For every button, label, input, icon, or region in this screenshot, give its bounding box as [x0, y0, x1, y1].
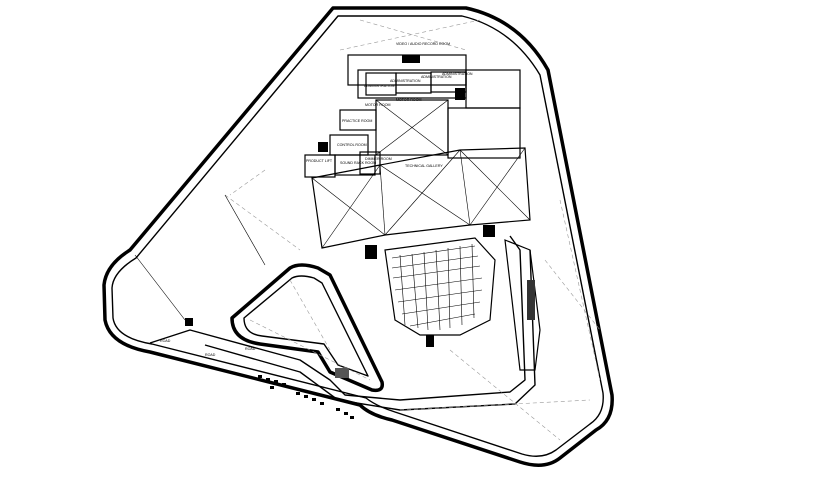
inner-road-loop-inner	[243, 275, 369, 377]
road-label: ROAD	[205, 353, 216, 357]
room-label-administration: ADMINISTRATION	[390, 79, 421, 83]
road-label: ROAD	[160, 339, 171, 343]
room-label-administration: ADMINISTRATION	[364, 84, 395, 88]
landscape-lines	[134, 19, 601, 441]
ramp	[504, 239, 541, 371]
building	[304, 54, 531, 347]
approach-road	[149, 235, 526, 401]
room-label-sound-rack-room: SOUND RACK ROOM	[340, 161, 376, 165]
auditorium-seating	[391, 243, 483, 331]
site-boundary-outer	[102, 6, 614, 467]
road-label: ROAD	[245, 347, 256, 351]
inner-road-loop	[230, 263, 385, 393]
room-label-control-room: CONTROL ROOM	[337, 143, 367, 147]
room-label-motor-room: MOTOR ROOM	[365, 103, 391, 107]
room-label-technical-gallery: TECHNICAL GALLERY	[405, 164, 443, 168]
room-label-video-record: VIDEO / AUDIO RECORD ROOM	[396, 42, 450, 46]
room-label-administration: ADMINISTRATION	[442, 72, 473, 76]
room-label-dimmer-room: DIMMER ROOM	[365, 157, 392, 161]
room-label-product-lift: PRODUCT LIFT	[306, 159, 333, 163]
approach-road-edge	[204, 249, 536, 411]
site-boundary-inner	[111, 15, 604, 457]
tree-cluster	[258, 375, 354, 419]
room-label-administration: ADMINISTRATION	[421, 75, 452, 79]
room-label-motor-room: MOTOR ROOM	[396, 98, 422, 102]
room-label-practice-room: PRACTICE ROOM	[342, 119, 372, 123]
